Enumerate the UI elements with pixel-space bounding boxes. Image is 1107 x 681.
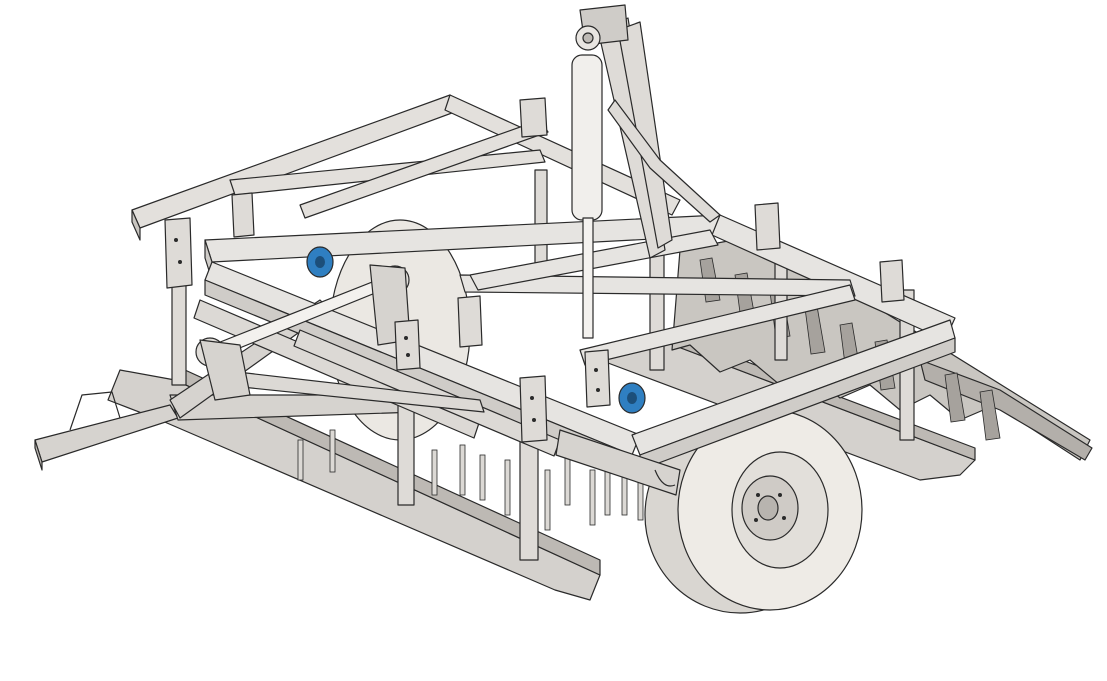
harrow-tines <box>297 429 644 531</box>
wheel-icon <box>644 409 863 614</box>
upper-frame <box>131 94 681 241</box>
brackets <box>164 97 905 443</box>
hydraulic-cylinder-icon <box>571 4 721 339</box>
bearing-icon <box>306 246 646 414</box>
axle-tube <box>555 429 681 496</box>
